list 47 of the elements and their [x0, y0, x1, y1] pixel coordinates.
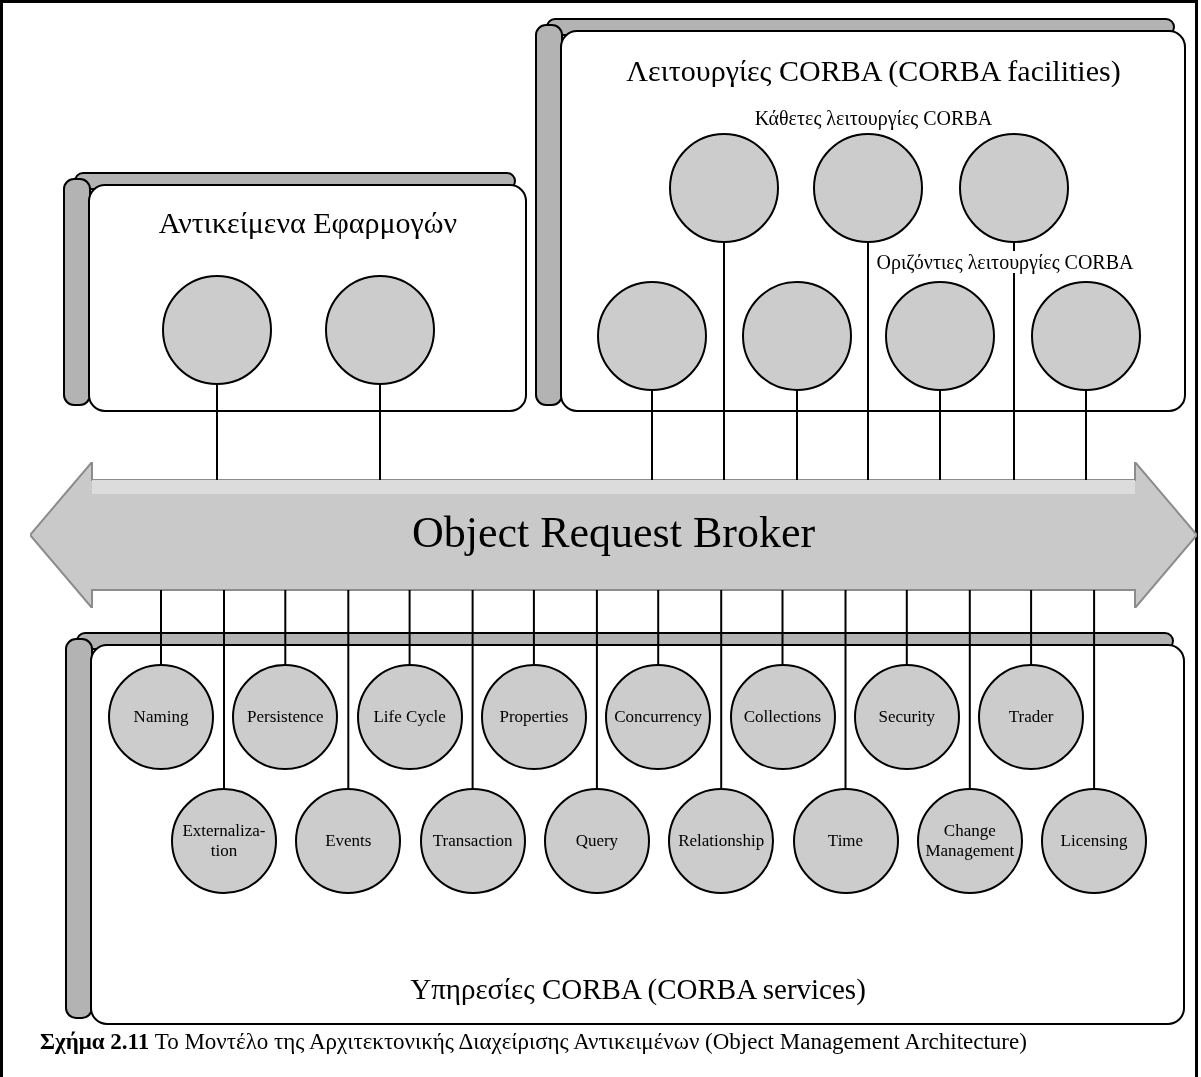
service-label: Externaliza-tion [181, 821, 267, 861]
connector-line [796, 390, 798, 481]
connector-line [844, 589, 847, 789]
connector-line [651, 390, 653, 481]
service-label: Change Management [924, 821, 1016, 861]
connector-line [657, 589, 660, 665]
connector-line [216, 384, 218, 481]
service-label: Security [878, 707, 936, 727]
service-label: Transaction [432, 831, 513, 851]
service-label: Relationship [678, 831, 765, 851]
service-label: Naming [133, 707, 189, 727]
connector-line [939, 390, 941, 481]
connector-line [223, 589, 225, 789]
connector-line [1093, 589, 1096, 789]
service-label: Query [575, 831, 619, 851]
connector-line [284, 589, 287, 665]
service-label: Persistence [247, 707, 324, 727]
service-label: Concurrency [614, 707, 703, 727]
box-title: Αντικείμενα Εφαρμογών [157, 205, 459, 239]
service-label: Collections [743, 707, 822, 727]
service-label: Trader [1008, 707, 1054, 727]
box-title: Υπηρεσίες CORBA (CORBA services) [409, 974, 867, 1006]
connector-line [595, 589, 598, 789]
service-label: Properties [499, 707, 569, 727]
connector-line [471, 589, 474, 789]
caption: Σχήμα 2.11 Το Μοντέλο της Αρχιτεκτονικής Διαχείρισης Αντικειμένων (Object Management Architecture) [40, 1028, 1028, 1056]
connector-line [723, 242, 725, 481]
group-heading: Κάθετες λειτουργίες CORBA [753, 107, 994, 129]
connector-line [720, 589, 723, 789]
connector-line [867, 242, 869, 481]
connector-line [347, 589, 350, 789]
connector-line [1030, 589, 1033, 665]
connector-line [1085, 390, 1087, 481]
connector-line [905, 589, 908, 665]
connector-line [532, 589, 535, 665]
connector-line [160, 589, 162, 665]
connector-line [1013, 242, 1015, 481]
service-label: Life Cycle [373, 707, 446, 727]
connector-line [781, 589, 784, 665]
connector-line [379, 384, 381, 481]
service-label: Time [827, 831, 864, 851]
service-label: Licensing [1060, 831, 1128, 851]
box-title: Λειτουργίες CORBA (CORBA facilities) [625, 53, 1122, 87]
connector-line [968, 589, 971, 789]
service-label: Events [325, 831, 372, 851]
connector-line [408, 589, 411, 665]
band-label: Object Request Broker [410, 508, 817, 558]
